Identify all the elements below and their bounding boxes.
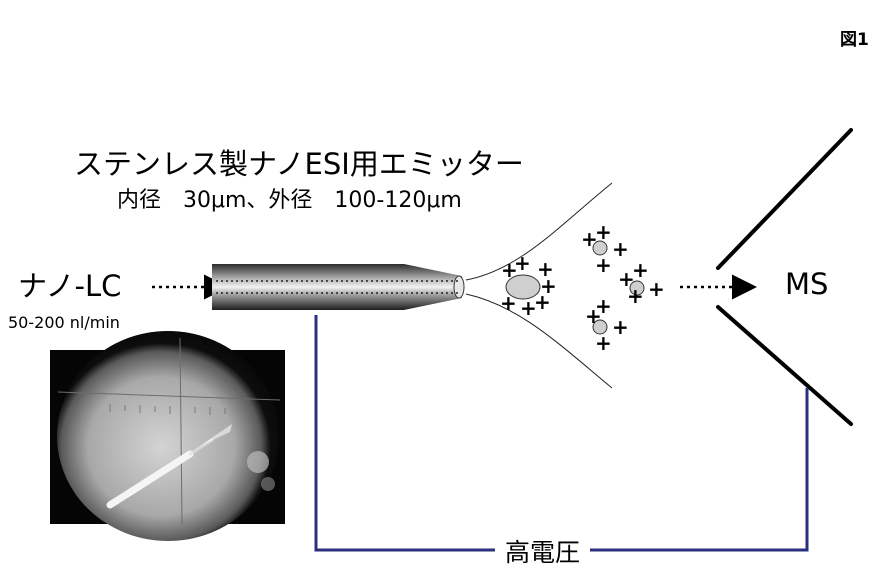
- inlet-label: ナノ-LC: [18, 269, 122, 303]
- emitter-dimensions: 内径 30μm、外径 100-120μm: [117, 188, 462, 213]
- plus-sign-icon: +: [581, 227, 598, 251]
- ms-inlet-cone: [716, 128, 853, 426]
- droplets: [505, 240, 645, 335]
- plus-sign-icon: +: [514, 251, 531, 275]
- plus-sign-icon: +: [612, 237, 629, 261]
- charges: + + + + + + + + + + + + + + + + + + +: [500, 220, 665, 355]
- plus-sign-icon: +: [501, 258, 518, 282]
- plus-sign-icon: +: [537, 257, 554, 281]
- figure-label: 図1: [840, 30, 869, 50]
- droplet-icon: [592, 240, 608, 256]
- microscope-photo: [50, 331, 285, 541]
- spray-plume: [465, 182, 613, 389]
- droplet-icon: [629, 280, 645, 296]
- ms-label: MS: [785, 267, 829, 301]
- plus-sign-icon: +: [595, 253, 612, 277]
- plus-sign-icon: +: [595, 331, 612, 355]
- plus-sign-icon: +: [595, 294, 612, 318]
- plus-sign-icon: +: [585, 304, 602, 328]
- plus-sign-icon: +: [595, 220, 612, 244]
- high-voltage-label: 高電圧: [495, 540, 591, 565]
- plus-sign-icon: +: [632, 258, 649, 282]
- emitter-title: ステンレス製ナノESI用エミッター: [74, 147, 524, 181]
- plus-sign-icon: +: [540, 274, 557, 298]
- plus-sign-icon: +: [618, 267, 635, 291]
- emitter-tube: [212, 264, 465, 310]
- droplet-icon: [592, 319, 608, 335]
- high-voltage-wire: [314, 315, 809, 552]
- plus-sign-icon: +: [520, 296, 537, 320]
- plus-sign-icon: +: [612, 315, 629, 339]
- plus-sign-icon: +: [648, 277, 665, 301]
- flow-rate-label: 50-200 nl/min: [8, 313, 120, 332]
- droplet-icon: [505, 274, 541, 300]
- plus-sign-icon: +: [627, 284, 644, 308]
- plus-sign-icon: +: [500, 291, 517, 315]
- plus-sign-icon: +: [534, 290, 551, 314]
